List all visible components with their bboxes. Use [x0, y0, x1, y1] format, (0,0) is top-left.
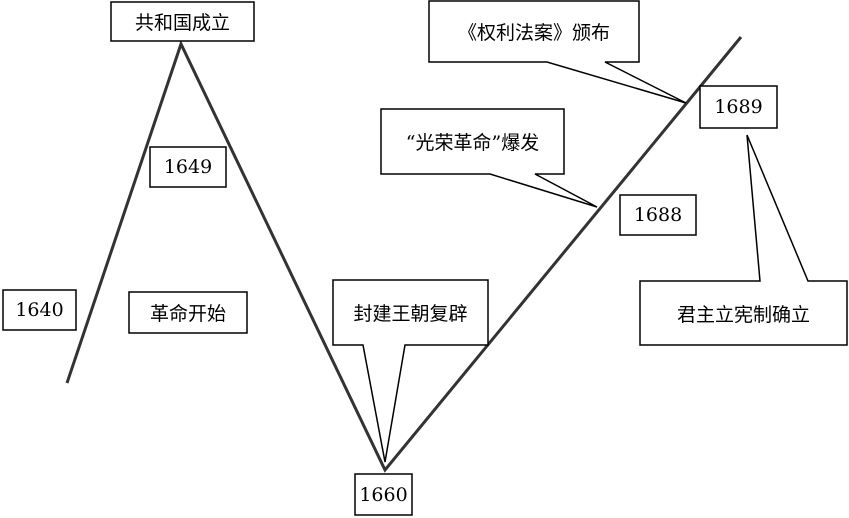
- box-revolution-start: [128, 291, 248, 334]
- callout-glorious-revolution: [380, 108, 598, 208]
- label-1649: 1649: [163, 156, 213, 178]
- callout-restoration: [332, 279, 489, 463]
- box-1640: [2, 289, 77, 331]
- label-republic: 共和国成立: [134, 12, 230, 34]
- label-revolution-start: 革命开始: [149, 303, 226, 325]
- label-1640: 1640: [15, 299, 64, 321]
- label-1689: 1689: [714, 96, 763, 118]
- box-1660: [354, 473, 413, 516]
- box-republic: [110, 1, 255, 42]
- label-constitutional-monarchy: 君主立宪制确立: [676, 303, 810, 326]
- label-restoration: 封建王朝复辟: [353, 303, 468, 325]
- box-1649: [149, 146, 227, 188]
- box-1688: [619, 194, 697, 236]
- callout-constitutional-monarchy: [639, 134, 848, 346]
- timeline-zigzag: [65, 36, 743, 473]
- box-1689: [699, 85, 778, 129]
- label-1688: 1688: [633, 204, 683, 226]
- callout-bill-of-rights: [428, 0, 687, 104]
- label-1660: 1660: [359, 483, 408, 506]
- label-bill-of-rights: 《权利法案》颁布: [457, 22, 610, 44]
- label-glorious-revolution: “光荣革命”爆发: [405, 132, 540, 154]
